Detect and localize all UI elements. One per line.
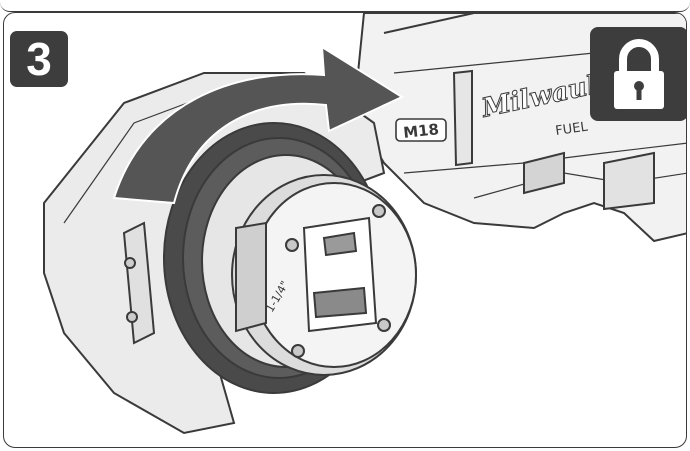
- instruction-panel: M18 Milwaukee FUEL 1-1/4" 3: [3, 12, 687, 448]
- lock-badge: [590, 27, 686, 121]
- product-line-label: FUEL: [554, 119, 589, 138]
- top-frame-strip: [0, 0, 690, 12]
- battery-label: M18: [402, 120, 439, 142]
- tool-illustration: M18 Milwaukee FUEL 1-1/4": [43, 13, 686, 435]
- die-head: [231, 174, 417, 376]
- step-number-badge: 3: [10, 31, 68, 87]
- lock-icon: [614, 39, 664, 109]
- rotation-arrow: [112, 45, 405, 205]
